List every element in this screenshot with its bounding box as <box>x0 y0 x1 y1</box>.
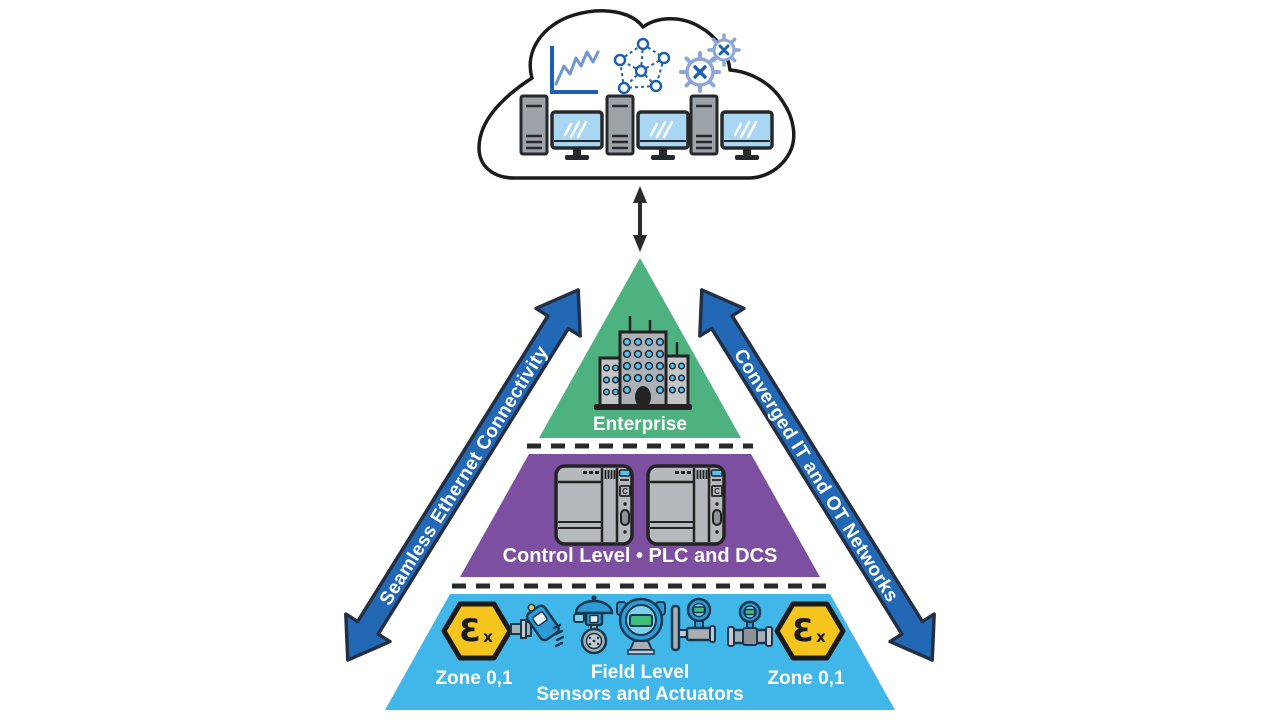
gears-icon <box>679 33 741 93</box>
field-level-title: Field Level <box>591 662 689 683</box>
line-chart-icon <box>550 46 600 94</box>
cloud-pyramid-arrow <box>633 186 647 252</box>
mounted-transmitter-icon <box>670 597 716 652</box>
network-graph-icon <box>613 37 671 95</box>
server-tower-icon <box>689 94 719 156</box>
control-level <box>460 454 820 577</box>
control-valve-icon <box>573 595 614 655</box>
zone-label-right: Zone 0,1 <box>767 668 845 689</box>
control-level-label: Control Level • PLC and DCS <box>503 545 778 567</box>
flow-sensor-icon <box>510 603 565 648</box>
it-cloud <box>477 9 796 180</box>
atex-ex-symbol-left: Ɛ x <box>441 601 513 661</box>
ex-symbol-text: Ɛ <box>459 613 481 649</box>
server-tower-icon <box>605 94 635 156</box>
ex-symbol-subscript: x <box>816 628 826 646</box>
ex-symbol-text: Ɛ <box>792 613 814 649</box>
office-building-icon <box>594 316 692 410</box>
plc-controller-icon <box>646 464 726 546</box>
enterprise-label: Enterprise <box>593 414 687 435</box>
ex-symbol-subscript: x <box>483 628 493 646</box>
plc-controller-icon <box>554 464 634 546</box>
server-tower-icon <box>519 94 549 156</box>
atex-ex-symbol-right: Ɛ x <box>774 601 846 661</box>
flow-meter-icon <box>727 600 773 647</box>
process-transmitter-icon <box>616 597 666 655</box>
field-level-subtitle: Sensors and Actuators <box>536 684 743 705</box>
zone-label-left: Zone 0,1 <box>435 668 513 689</box>
